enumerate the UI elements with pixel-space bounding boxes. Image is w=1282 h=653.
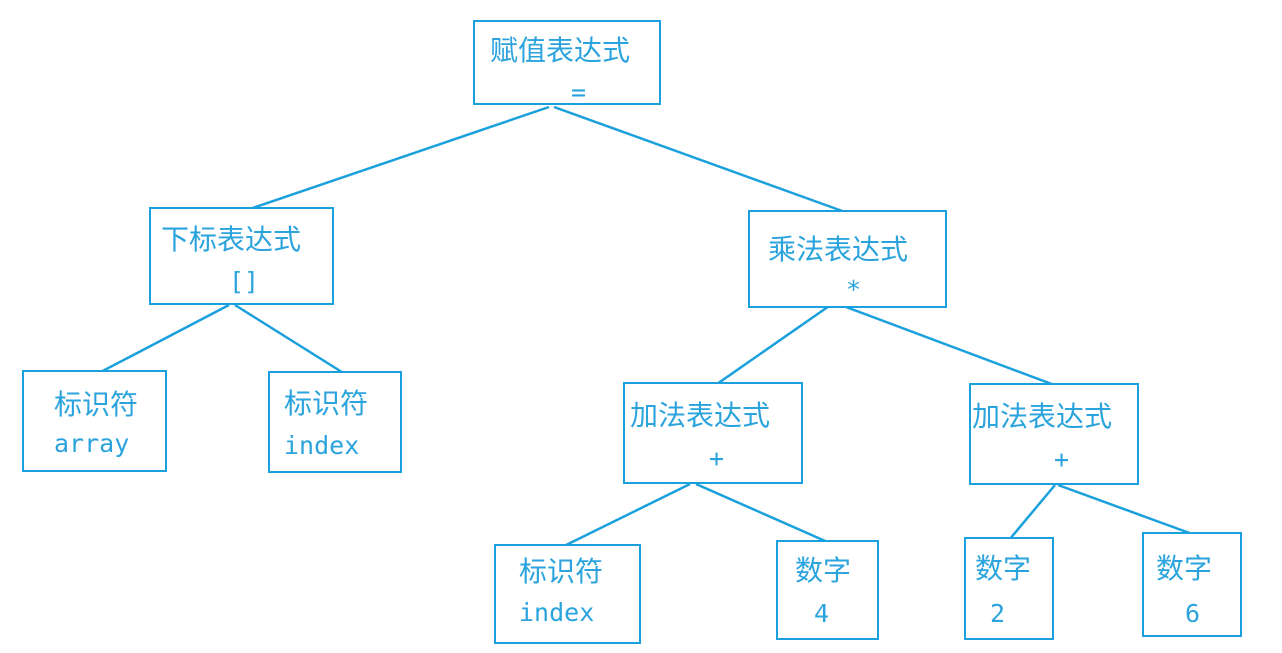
node-label: 标识符 <box>284 387 369 420</box>
edge-add1-num4 <box>695 482 833 546</box>
node-symbol: + <box>709 444 725 473</box>
node-assignment-expression: 赋值表达式 = <box>473 20 661 105</box>
node-label: 乘法表达式 <box>768 233 909 266</box>
node-symbol: * <box>846 275 862 304</box>
node-number-2: 数字 2 <box>964 537 1054 640</box>
node-number-4: 数字 4 <box>776 540 879 640</box>
node-identifier-array: 标识符 array <box>22 370 167 472</box>
edge-add2-num6 <box>1057 483 1196 537</box>
node-symbol: + <box>1054 445 1070 474</box>
node-symbol: array <box>54 429 130 458</box>
edge-sub-id2 <box>234 303 346 376</box>
node-label: 赋值表达式 <box>490 34 631 67</box>
edge-root-sub <box>240 105 550 214</box>
edge-add1-id3 <box>559 482 691 550</box>
edge-sub-id1 <box>94 303 230 377</box>
edge-root-mul <box>553 105 846 214</box>
node-symbol: index <box>519 598 595 627</box>
node-identifier-index-leaf: 标识符 index <box>494 544 641 644</box>
node-label: 下标表达式 <box>161 223 302 256</box>
node-addition-expression-left: 加法表达式 + <box>623 382 803 484</box>
edge-mul-add1 <box>716 302 833 386</box>
node-addition-expression-right: 加法表达式 + <box>969 383 1139 485</box>
node-symbol: = <box>571 78 587 105</box>
node-label: 加法表达式 <box>630 399 771 432</box>
node-label: 标识符 <box>519 555 604 588</box>
node-symbol: 4 <box>814 599 830 628</box>
edge-mul-add2 <box>837 302 1066 391</box>
node-label: 加法表达式 <box>972 400 1113 433</box>
node-label: 标识符 <box>54 388 139 421</box>
node-symbol: [] <box>229 267 260 296</box>
node-label: 数字 <box>795 554 852 587</box>
node-symbol: index <box>284 431 360 460</box>
node-multiplication-expression: 乘法表达式 * <box>748 210 947 308</box>
node-symbol: 6 <box>1185 599 1201 628</box>
node-label: 数字 <box>1156 552 1213 585</box>
node-label: 数字 <box>975 552 1032 585</box>
node-identifier-index: 标识符 index <box>268 371 402 473</box>
edge-add2-num2 <box>1008 484 1056 541</box>
node-subscript-expression: 下标表达式 [] <box>149 207 334 305</box>
node-symbol: 2 <box>990 599 1006 628</box>
node-number-6: 数字 6 <box>1142 532 1242 637</box>
